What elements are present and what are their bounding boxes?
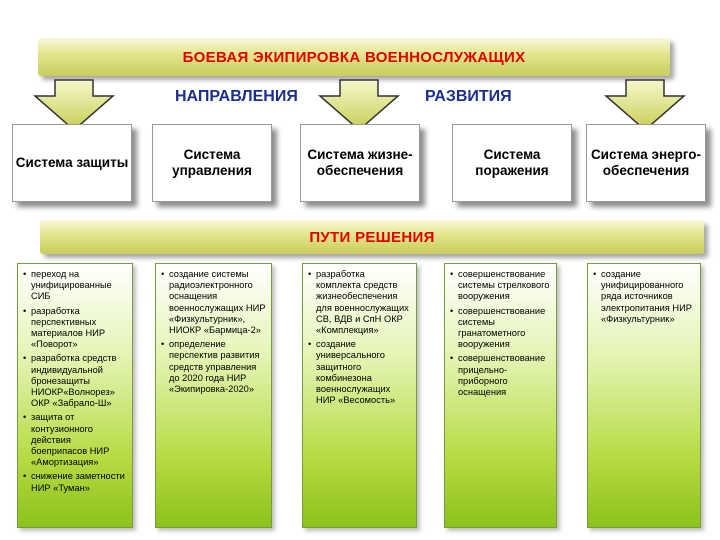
title-banner: БОЕВАЯ ЭКИПИРОВКА ВОЕННОСЛУЖАЩИХ [38,38,670,76]
list-item: создание системы радиоэлектронного оснащ… [161,269,267,336]
system-engagement: Система поражения [452,124,572,202]
solutions-life-support: разработка комплекта средств жизнеобеспе… [302,263,417,528]
list-item: создание универсального защитного комбин… [308,339,412,406]
solutions-title: ПУТИ РЕШЕНИЯ [309,228,435,246]
solutions-engagement: совершенствование системы стрелкового во… [444,263,557,528]
list-item: разработка средств индивидуальной бронез… [23,353,128,409]
list-item: создание унифицированного ряда источнико… [593,269,696,325]
list-item: переход на унифицированные СИБ [23,269,128,303]
list-item: совершенствование системы стрелкового во… [450,269,552,303]
solutions-protection: переход на унифицированные СИБ разработк… [17,263,133,528]
solutions-energy-supply: создание унифицированного ряда источнико… [587,263,701,528]
solutions-control: создание системы радиоэлектронного оснащ… [155,263,272,528]
development-label: РАЗВИТИЯ [425,88,512,105]
system-control: Система управления [152,124,272,202]
directions-label: НАПРАВЛЕНИЯ [175,88,298,105]
list-item: разработка перспективных материалов НИР … [23,306,128,351]
solutions-banner: ПУТИ РЕШЕНИЯ [40,220,704,254]
list-item: снижение заметности НИР «Туман» [23,471,128,493]
page-title: БОЕВАЯ ЭКИПИРОВКА ВОЕННОСЛУЖАЩИХ [182,48,526,66]
down-arrow-icon [604,79,686,131]
list-item: защита от контузионного действия боеприп… [23,412,128,468]
system-energy-supply: Система энерго-обеспечения [586,124,706,202]
down-arrow-icon [33,79,115,131]
list-item: определение перспектив развития средств … [161,339,267,395]
down-arrow-icon [318,79,400,131]
list-item: разработка комплекта средств жизнеобеспе… [308,269,412,336]
system-protection: Система защиты [12,124,132,202]
list-item: совершенствование системы гранатометного… [450,306,552,351]
list-item: совершенствование прицельно-приборного о… [450,353,552,398]
system-life-support: Система жизне-обеспечения [300,124,420,202]
